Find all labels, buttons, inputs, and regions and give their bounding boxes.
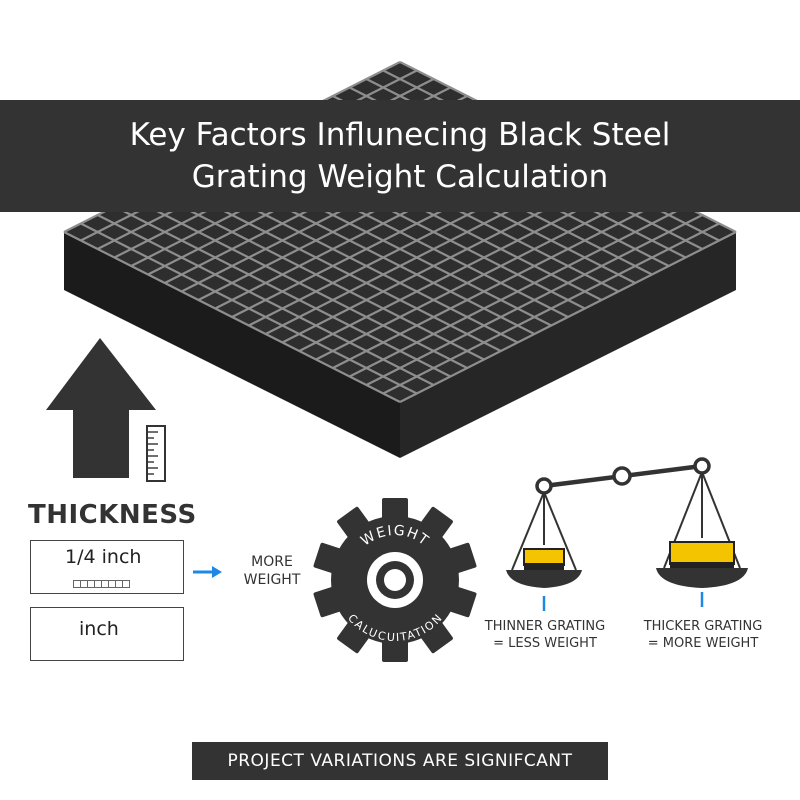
thickness-option-thick: inch [30, 607, 184, 661]
more-weight-label: MORE WEIGHT [240, 553, 304, 589]
gear-icon: WEIGHT CALUCUITATION [313, 498, 477, 662]
balance-scale-icon [506, 457, 748, 611]
thicker-caption-line-2: = MORE WEIGHT [647, 636, 759, 651]
title-banner: Key Factors Influnecing Black Steel Grat… [0, 100, 800, 212]
thinner-caption-line-2: = LESS WEIGHT [493, 636, 597, 651]
thinner-caption: THINNER GRATING = LESS WEIGHT [470, 618, 620, 652]
ruler-icon [146, 425, 166, 482]
thickness-option-thin: 1/4 inch [30, 540, 184, 594]
thickness-option-thin-label: 1/4 inch [65, 546, 142, 568]
thickness-label: THICKNESS [28, 500, 197, 530]
arrow-up-icon [46, 338, 156, 478]
title-line-1: Key Factors Influnecing Black Steel [129, 117, 671, 153]
arrow-right-icon [193, 566, 222, 578]
title-line-2: Grating Weight Calculation [191, 159, 609, 195]
thicker-caption: THICKER GRATING = MORE WEIGHT [628, 618, 778, 652]
more-weight-line-2: WEIGHT [243, 572, 301, 588]
light-weight-block [523, 548, 565, 566]
thin-grating-sample [73, 573, 130, 592]
footer-text: PROJECT VARIATIONS ARE SIGNIFCANT [227, 751, 573, 771]
thickness-option-thick-label: inch [79, 618, 119, 640]
thicker-caption-line-1: THICKER GRATING [643, 619, 763, 634]
thinner-caption-line-1: THINNER GRATING [484, 619, 606, 634]
heavy-weight-block [669, 541, 735, 565]
more-weight-line-1: MORE [251, 554, 293, 570]
footer-banner: PROJECT VARIATIONS ARE SIGNIFCANT [192, 742, 608, 780]
